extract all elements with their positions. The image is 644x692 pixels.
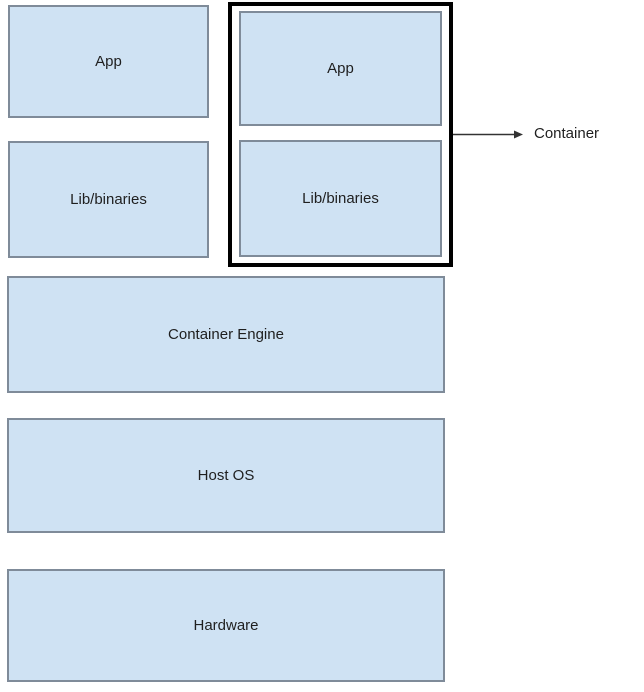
box-host-os-label: Host OS <box>197 467 255 484</box>
box-container-engine: Container Engine <box>7 276 445 393</box>
box-app-container-label: App <box>327 60 354 77</box>
container-outline: App Lib/binaries <box>228 2 453 267</box>
box-hardware-label: Hardware <box>193 617 259 634</box>
box-app-host-label: App <box>95 53 122 70</box>
box-lib-binaries-container: Lib/binaries <box>239 140 442 257</box>
box-lib-binaries-host: Lib/binaries <box>8 141 209 258</box>
box-app-host: App <box>8 5 209 118</box>
box-host-os: Host OS <box>7 418 445 533</box>
box-lib-binaries-host-label: Lib/binaries <box>70 191 147 208</box>
arrow-right-icon <box>453 130 523 139</box>
container-annotation-label: Container <box>534 125 600 142</box>
box-hardware: Hardware <box>7 569 445 682</box>
box-app-container: App <box>239 11 442 126</box>
box-lib-binaries-container-label: Lib/binaries <box>302 190 379 207</box>
box-container-engine-label: Container Engine <box>168 326 284 343</box>
